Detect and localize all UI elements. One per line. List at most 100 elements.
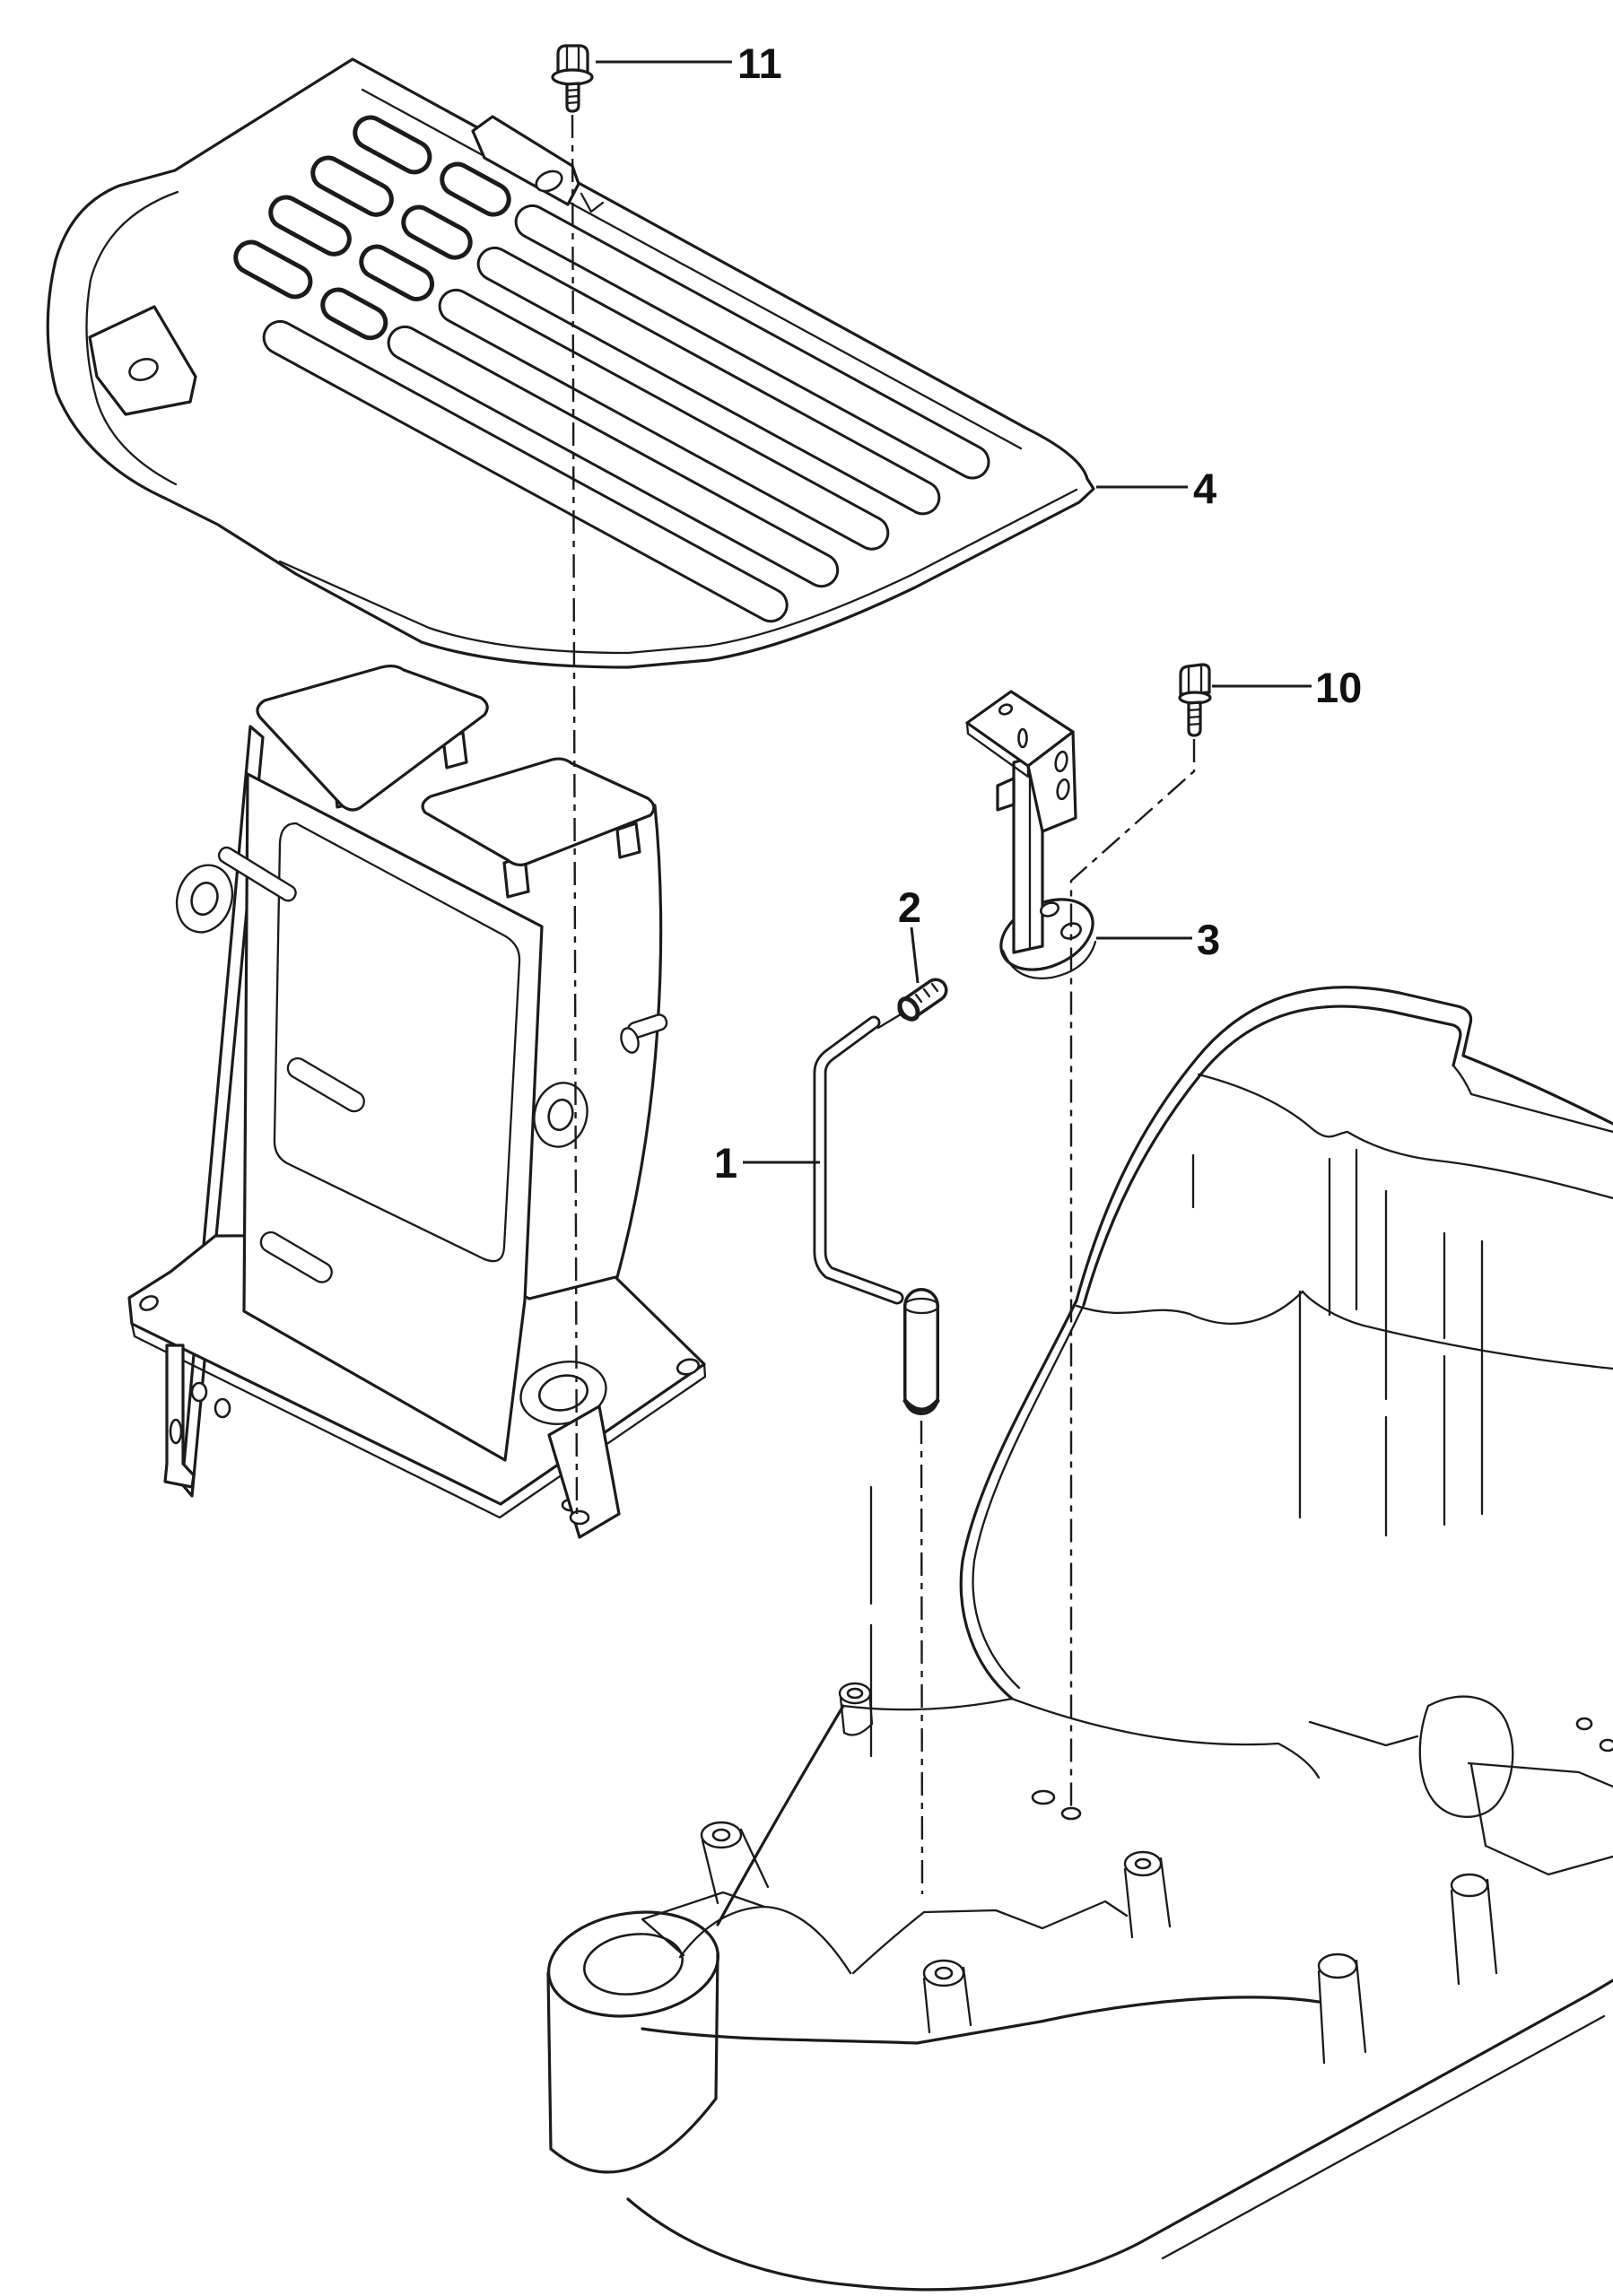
bracket-base-thickness xyxy=(1001,940,1097,979)
panel-long-slats xyxy=(262,204,990,623)
rod-pin-top xyxy=(902,1297,940,1315)
bracket-flange-slot xyxy=(1056,778,1070,801)
deck-hole xyxy=(1031,1789,1056,1805)
stay-rod xyxy=(813,1015,940,1415)
frame-window xyxy=(273,822,521,1263)
panel-short-slats xyxy=(233,115,511,341)
rod-pin-bottom xyxy=(902,1398,940,1413)
tread-slat xyxy=(438,288,890,551)
post-top xyxy=(1317,1952,1358,1979)
corner-plate xyxy=(1308,1720,1613,1876)
deck-cutout xyxy=(1418,1695,1514,1818)
fender-outer-arc xyxy=(1075,986,1613,1302)
centerline-bolt11 xyxy=(571,114,579,1517)
post-sides xyxy=(701,1828,770,1905)
post-hole xyxy=(1134,1857,1152,1870)
frame-top-pad-1 xyxy=(256,664,489,812)
post-hole xyxy=(846,1687,864,1700)
chassis-posts xyxy=(700,1682,1498,2065)
tread-slat xyxy=(320,287,388,341)
frame-boss-left-bore xyxy=(190,882,219,916)
panel-bottom-thickness xyxy=(278,488,1078,655)
body-contour xyxy=(1075,1290,1613,1370)
callout-2[interactable]: 2 xyxy=(898,883,921,931)
centerline-rod xyxy=(920,1420,924,1895)
bracket-top-hole xyxy=(998,703,1014,716)
post-hole xyxy=(934,1966,954,1980)
skid-edge xyxy=(1136,1979,1613,2246)
panel-inner-edge xyxy=(361,88,1023,450)
bracket-base-hole xyxy=(1060,922,1082,940)
panel-top-tab-hole xyxy=(535,170,563,193)
machine-body xyxy=(546,986,1613,2292)
stand-bracket xyxy=(965,690,1097,979)
bracket-step-tab xyxy=(996,777,1016,812)
cap-face xyxy=(897,996,920,1022)
flange-bolt-large xyxy=(551,44,594,113)
rod-end-cap xyxy=(876,978,948,1030)
post-sides xyxy=(922,1966,972,2034)
rod-core xyxy=(815,1018,902,1302)
tread-slat xyxy=(233,239,313,300)
callout-3[interactable]: 3 xyxy=(1197,916,1220,963)
bolt11-head xyxy=(556,44,589,75)
post-sides xyxy=(1317,1959,1367,2065)
body-contour xyxy=(841,1697,1321,1779)
swing-boss-bore xyxy=(583,1933,684,1996)
base-boss-bore xyxy=(537,1374,589,1412)
bracket-hole xyxy=(214,1397,231,1419)
base-wing-hole xyxy=(676,1358,701,1376)
assembly-centerlines xyxy=(571,114,1196,1895)
frame-base-thickness xyxy=(130,1322,707,1519)
base-bottom-tab xyxy=(547,1405,621,1539)
fender-inner-arc xyxy=(1082,1004,1462,1307)
callout-10[interactable]: 10 xyxy=(1315,664,1362,711)
bolt11-threads xyxy=(565,88,580,105)
tread-slat xyxy=(262,319,789,623)
fender-front-curl-outer xyxy=(959,1299,1078,1700)
frame-pin xyxy=(217,846,297,902)
rod-outline xyxy=(813,1015,904,1305)
bracket-slot xyxy=(169,1418,183,1445)
bracket-hole xyxy=(190,1381,208,1403)
post-top xyxy=(1450,1873,1489,1898)
callout-11[interactable]: 11 xyxy=(737,39,782,87)
panel-notch xyxy=(580,192,605,213)
post-sides xyxy=(1450,1878,1498,1986)
panel-curl-inner xyxy=(85,190,179,486)
body-contour xyxy=(1197,1073,1613,1200)
callouts: 11 4 10 2 3 1 xyxy=(596,39,1362,1187)
cap-knurl xyxy=(914,982,939,1004)
leader-line-2 xyxy=(910,926,920,984)
skid-edge-inner xyxy=(1161,2014,1606,2260)
post-sides xyxy=(1123,1857,1172,1939)
tread-slat xyxy=(353,115,432,175)
tread-slat xyxy=(387,325,840,588)
tread-slat xyxy=(401,204,473,260)
deck-hole xyxy=(1060,1806,1082,1821)
callout-4[interactable]: 4 xyxy=(1193,465,1216,512)
callout-1[interactable]: 1 xyxy=(714,1139,737,1187)
seat-support-frame xyxy=(127,664,707,1539)
swing-boss-cylinder xyxy=(546,1952,719,2174)
bolt10-head-facets xyxy=(1187,663,1203,696)
bolt10-shank xyxy=(1187,700,1202,737)
frame-front-face xyxy=(242,772,544,1462)
corner-hole xyxy=(1599,1738,1613,1752)
tread-slat xyxy=(310,155,394,217)
tread-slat xyxy=(440,161,511,217)
cap-connector-line xyxy=(876,1013,902,1030)
corner-hole xyxy=(1575,1717,1593,1731)
bolt10-head xyxy=(1179,663,1211,696)
frame-slot xyxy=(286,1057,365,1113)
platform-zigzag xyxy=(851,1900,1129,1975)
flange-bolt-small xyxy=(1178,663,1212,737)
platform-edge xyxy=(641,1891,766,1957)
frame-boss-right-bore xyxy=(547,1098,574,1132)
chassis-left-edge xyxy=(716,1704,845,1926)
frame-peg-base xyxy=(620,1027,640,1054)
frame-pad-foot xyxy=(615,822,641,859)
tread-slat xyxy=(476,246,941,516)
